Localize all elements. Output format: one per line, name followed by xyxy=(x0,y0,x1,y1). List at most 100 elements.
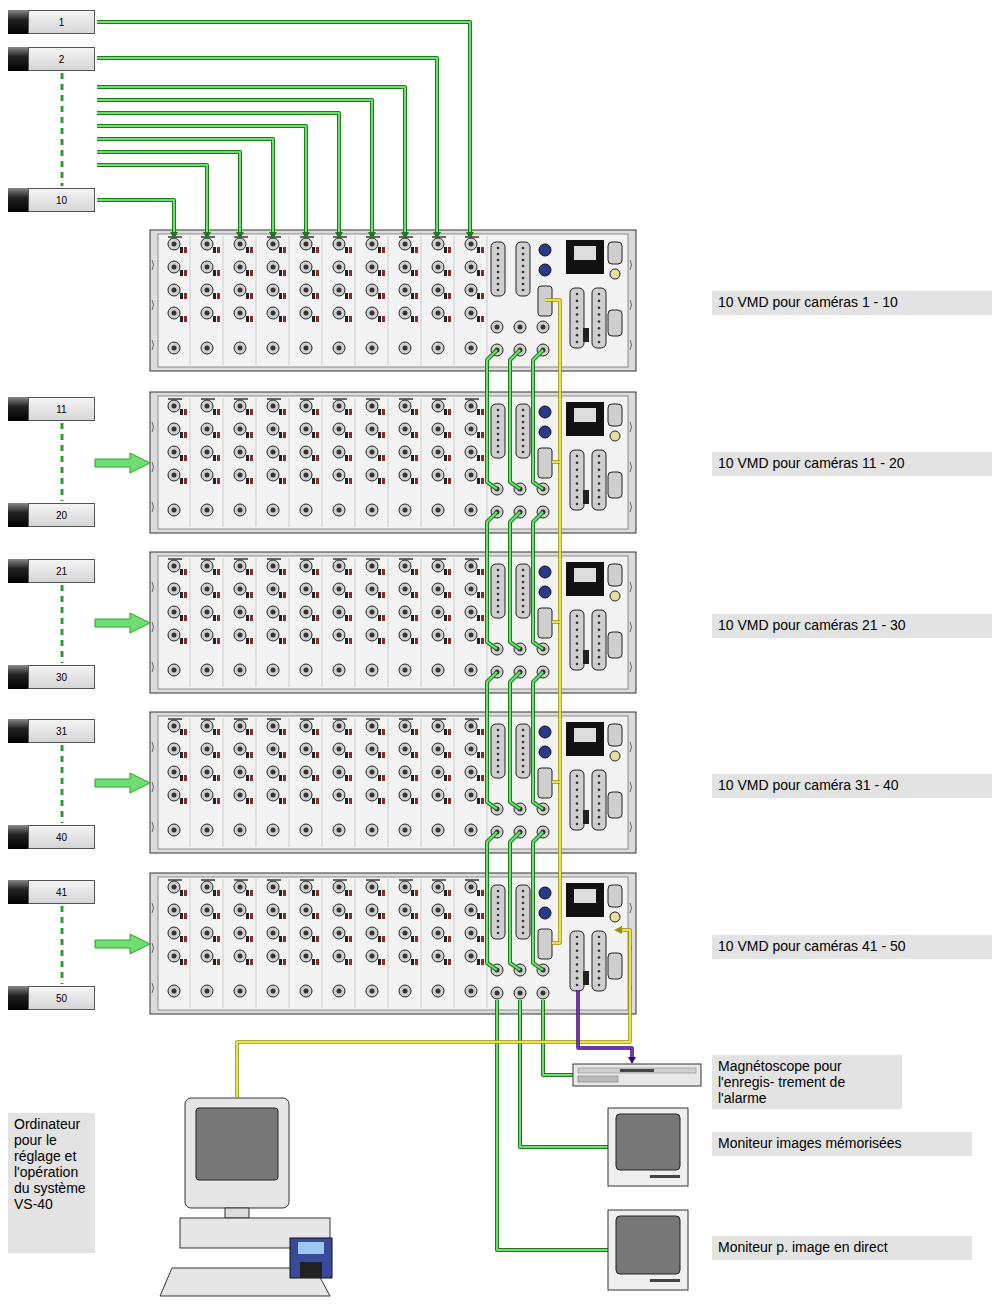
drawing-stroke xyxy=(399,985,411,997)
drawing-stroke xyxy=(335,232,343,239)
input-arrow xyxy=(95,773,150,793)
label-text: 10 VMD pour caméras 41 - 50 xyxy=(718,938,986,954)
drawing-stroke xyxy=(465,446,477,458)
drawing-stroke xyxy=(267,261,279,273)
drawing-stroke xyxy=(283,455,286,461)
drawing-stroke xyxy=(250,936,253,942)
drawing-stroke xyxy=(465,261,477,273)
drawing-stroke xyxy=(217,409,220,415)
drawing-stroke xyxy=(349,247,352,253)
drawing-stroke xyxy=(403,346,408,351)
drawing-stroke xyxy=(411,936,414,942)
drawing-stroke xyxy=(469,427,474,432)
drawing-stroke xyxy=(497,741,500,744)
drawing-stroke xyxy=(403,885,408,890)
drawing-stroke xyxy=(180,592,183,598)
drawing-stroke xyxy=(481,752,484,758)
drawing-stroke xyxy=(469,828,474,833)
camera-lens xyxy=(8,665,28,689)
drawing-stroke xyxy=(432,284,444,296)
drawing-stroke xyxy=(304,989,309,994)
drawing-stroke xyxy=(304,265,309,270)
drawing-stroke xyxy=(382,569,385,575)
cable xyxy=(510,512,520,649)
drawing-stroke xyxy=(304,931,309,936)
drawing-stroke xyxy=(370,770,375,775)
drawing-stroke xyxy=(205,427,210,432)
drawing-stroke xyxy=(370,828,375,833)
drawing-stroke xyxy=(205,724,210,729)
drawing-stroke xyxy=(316,798,319,804)
drawing-stroke xyxy=(576,628,579,631)
cable xyxy=(97,87,405,236)
drawing-stroke xyxy=(576,949,579,952)
drawing-stroke xyxy=(333,560,345,572)
drawing-stroke xyxy=(316,729,319,735)
cable xyxy=(487,350,497,489)
drawing-stroke xyxy=(172,404,177,409)
drawing-stroke xyxy=(630,260,632,270)
drawing-stroke xyxy=(432,504,444,516)
drawing-stroke xyxy=(217,455,220,461)
drawing-stroke xyxy=(152,943,154,953)
drawing-stroke xyxy=(481,293,484,299)
drawing-stroke xyxy=(366,606,378,618)
rack-label: 10 VMD pour caméras 11 - 20 xyxy=(712,452,992,476)
drawing-stroke xyxy=(497,277,500,280)
drawing-stroke xyxy=(491,564,505,618)
drawing-stroke xyxy=(168,881,180,893)
drawing-stroke xyxy=(250,478,253,484)
drawing-stroke xyxy=(217,936,220,942)
drawing-stroke xyxy=(378,455,381,461)
drawing-stroke xyxy=(469,989,474,994)
drawing-stroke xyxy=(598,334,601,337)
drawing-stroke xyxy=(150,873,636,1014)
drawing-stroke xyxy=(630,742,632,752)
drawing-stroke xyxy=(399,629,411,641)
drawing-stroke xyxy=(150,230,636,371)
drawing-stroke xyxy=(250,293,253,299)
drawing-stroke xyxy=(267,469,279,481)
drawing-stroke xyxy=(283,638,286,644)
drawing-stroke xyxy=(436,954,441,959)
drawing-stroke xyxy=(337,931,342,936)
drawing-stroke xyxy=(168,238,180,250)
drawing-stroke xyxy=(279,913,282,919)
drawing-stroke xyxy=(366,342,378,354)
drawing-stroke xyxy=(497,409,500,412)
drawing-stroke xyxy=(570,931,584,991)
camera-number: 50 xyxy=(56,993,67,1004)
cable xyxy=(97,100,372,236)
drawing-stroke xyxy=(598,635,601,638)
drawing-stroke xyxy=(432,950,444,962)
cable xyxy=(487,672,497,809)
drawing-stroke xyxy=(399,446,411,458)
drawing-stroke xyxy=(217,913,220,919)
camera-lens xyxy=(8,880,28,904)
drawing-stroke xyxy=(598,503,601,506)
drawing-stroke xyxy=(201,342,213,354)
drawing-stroke xyxy=(271,747,276,752)
drawing-stroke xyxy=(598,823,601,826)
drawing-stroke xyxy=(522,896,525,899)
drawing-stroke xyxy=(283,890,286,896)
drawing-stroke xyxy=(497,908,500,911)
drawing-stroke xyxy=(180,913,183,919)
drawing-stroke xyxy=(250,409,253,415)
drawing-stroke xyxy=(300,307,312,319)
drawing-stroke xyxy=(477,638,480,644)
drawing-stroke xyxy=(481,638,484,644)
drawing-stroke xyxy=(312,798,315,804)
drawing-stroke xyxy=(628,1057,636,1064)
drawing-stroke xyxy=(337,908,342,913)
cable xyxy=(552,780,560,784)
drawing-stroke xyxy=(337,265,342,270)
cable xyxy=(97,100,372,236)
drawing-stroke xyxy=(271,633,276,638)
drawing-stroke xyxy=(333,904,345,916)
drawing-stroke xyxy=(345,936,348,942)
drawing-stroke xyxy=(366,904,378,916)
drawing-stroke xyxy=(150,392,636,533)
drawing-stroke xyxy=(436,668,441,673)
drawing-stroke xyxy=(217,592,220,598)
